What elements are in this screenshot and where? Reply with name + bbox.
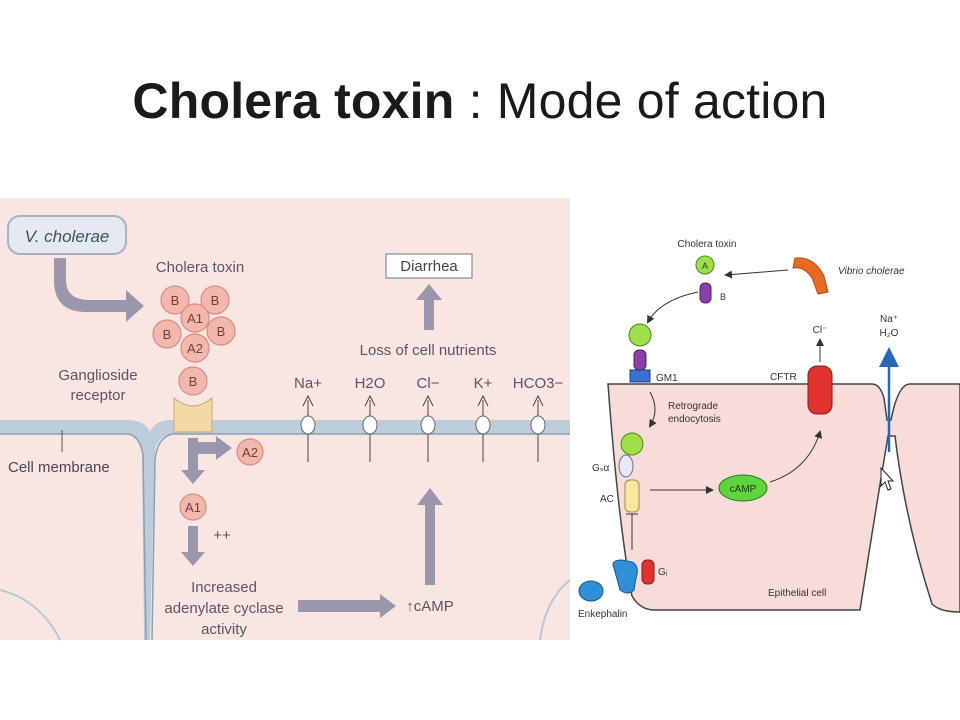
cell-membrane-label: Cell membrane — [8, 459, 110, 476]
b-subunit-ball — [178, 366, 208, 396]
cftr-label: CFTR — [770, 372, 797, 383]
down-arrow-2 — [181, 526, 205, 566]
gi-receptor-shape — [612, 559, 638, 594]
b-label: B — [189, 374, 198, 389]
camp-ellipse — [718, 474, 768, 502]
ion-label-h2o: H2O — [355, 375, 386, 392]
epithelial-cell — [607, 383, 960, 613]
epithelial-cell-label: Epithelial cell — [768, 588, 826, 599]
left-panel: V. cholerae Cholera toxin B B B B A1 A2 … — [0, 198, 571, 641]
vibrio-label: Vibrio cholerae — [838, 266, 905, 277]
adenylate-cyclase-shape — [624, 479, 640, 513]
diarrhea-label: Diarrhea — [400, 258, 458, 275]
mouse-cursor-icon — [880, 466, 895, 491]
a1-released-label: A1 — [185, 500, 201, 515]
gm1-receptor — [629, 369, 651, 383]
v-cholerae-box — [7, 215, 127, 255]
gm1-label: GM1 — [656, 373, 678, 384]
v-cholerae-label: V. cholerae — [25, 227, 110, 246]
arrow-toxin-to-gm1 — [647, 291, 699, 324]
h2o-label: H₂O — [880, 328, 899, 339]
a1-label: A1 — [187, 311, 203, 326]
page-title: Cholera toxin : Mode of action — [0, 72, 960, 130]
gs-alpha-shape — [618, 454, 634, 478]
vibrio-bacterium — [792, 257, 829, 295]
ganglioside-receptor-shape — [173, 396, 213, 433]
cftr-channel — [807, 365, 833, 415]
b-subunit-label: B — [720, 292, 726, 302]
gs-alpha-label: Gₛα — [592, 463, 610, 474]
cell-membrane-band — [0, 420, 570, 640]
a-subunit-internal — [620, 432, 644, 456]
title-rest: : Mode of action — [454, 73, 828, 129]
ion-label-cl: Cl− — [417, 375, 440, 392]
a1-released-ball — [179, 493, 207, 521]
camp-label-right: cAMP — [730, 484, 757, 495]
b-label: B — [171, 293, 180, 308]
arrow-camp-to-cftr — [769, 430, 823, 483]
curved-arrow-to-toxin — [54, 258, 144, 322]
ion-label-k: K+ — [474, 375, 493, 392]
retrograde-label-1: Retrograde — [668, 401, 718, 412]
ganglioside-label-2: receptor — [70, 387, 125, 404]
channel-h2o — [362, 394, 378, 462]
camp-up-arrow — [417, 488, 443, 585]
ion-channels — [300, 394, 546, 462]
loss-nutrients-label: Loss of cell nutrients — [360, 342, 497, 359]
b-subunit-bound — [633, 349, 647, 371]
retrograde-label-2: endocytosis — [668, 414, 721, 425]
a2-released-label: A2 — [242, 445, 258, 460]
b-subunit-ball — [152, 319, 182, 349]
b-subunit-shape — [699, 282, 712, 304]
enkephalin-shape — [578, 580, 604, 602]
a-subunit-circle — [695, 255, 715, 275]
channel-cl — [420, 394, 436, 462]
b-subunit-ball — [200, 285, 230, 315]
gi-label: Gᵢ — [658, 567, 668, 578]
plusplus-label: ++ — [213, 527, 231, 544]
a-subunit-label: A — [702, 261, 708, 271]
b-label: B — [163, 327, 172, 342]
title-bold: Cholera toxin — [132, 73, 455, 129]
cholera-toxin-label-left: Cholera toxin — [156, 259, 244, 276]
adenylate-label-1: Increased — [191, 579, 257, 596]
channel-na — [300, 394, 316, 462]
b-label: B — [217, 324, 226, 339]
channel-k — [475, 394, 491, 462]
down-arrow-1 — [181, 438, 205, 484]
channel-hco3 — [530, 394, 546, 462]
toxin-molecule: B B B B A1 A2 B — [152, 285, 236, 396]
arrow-to-a2 — [198, 436, 232, 460]
gi-protein-shape — [641, 559, 655, 585]
b-label: B — [211, 293, 220, 308]
adenylate-label-2: adenylate cyclase — [164, 600, 283, 617]
cl-label: Cl⁻ — [813, 325, 828, 336]
diarrhea-box — [385, 253, 473, 279]
right-panel: Cholera toxin A B Vibrio cholerae GM1 Re… — [574, 228, 960, 640]
arrow-to-camp — [298, 594, 396, 618]
b-subunit-ball — [206, 316, 236, 346]
ion-label-hco3: HCO3− — [513, 375, 564, 392]
up-arrow-to-diarrhea — [416, 284, 442, 330]
a-subunit-bound — [628, 323, 652, 347]
arrow-retrograde — [648, 391, 657, 428]
a2-label: A2 — [187, 341, 203, 356]
left-background — [0, 198, 570, 640]
ac-label: AC — [600, 494, 614, 505]
ion-label-na: Na+ — [294, 375, 322, 392]
a1-subunit-ball — [180, 303, 210, 333]
adenylate-label-3: activity — [201, 621, 247, 638]
cholera-toxin-label-right: Cholera toxin — [678, 239, 737, 250]
camp-label-left: ↑cAMP — [406, 598, 454, 615]
a2-released-ball — [236, 438, 264, 466]
enkephalin-label: Enkephalin — [578, 609, 627, 620]
arrow-vibrio-to-toxin — [724, 269, 789, 279]
b-subunit-ball — [160, 285, 190, 315]
a2-subunit-ball — [180, 333, 210, 363]
na-label: Na⁺ — [880, 314, 898, 325]
ganglioside-label-1: Ganglioside — [58, 367, 137, 384]
